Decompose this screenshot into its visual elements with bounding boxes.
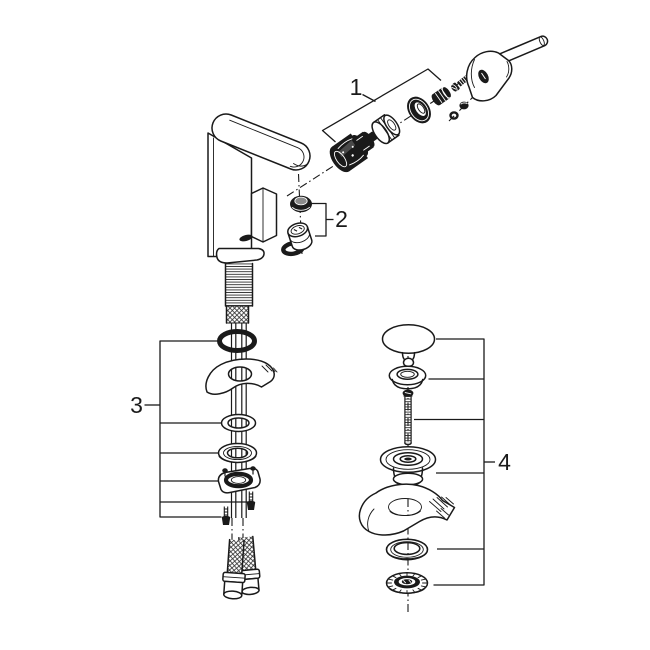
fixing-screw-2 — [221, 506, 231, 525]
callout-bracket-1 — [321, 68, 442, 143]
threaded-shank — [224, 262, 254, 307]
basin-cutaway — [358, 483, 456, 536]
base-flange — [215, 247, 265, 264]
drain-flange — [379, 445, 437, 487]
cartridge — [329, 131, 378, 173]
adapter-nut — [431, 86, 452, 106]
sensor-window — [239, 234, 253, 242]
faucet-body — [207, 113, 311, 324]
o-ring — [217, 329, 257, 353]
retaining-ring — [407, 96, 431, 124]
callout-label-2: 2 — [335, 206, 348, 232]
braided-section — [225, 305, 250, 324]
spout — [211, 113, 311, 171]
axis-handle-plug — [448, 82, 488, 122]
supply-hose-left — [222, 538, 246, 600]
callout-bracket-3 — [144, 340, 249, 518]
rubber-washer — [385, 538, 429, 561]
callout-label-3: 3 — [130, 392, 143, 418]
washer — [220, 413, 257, 433]
cover-plug — [459, 101, 469, 110]
callout-bracket-4 — [414, 338, 495, 586]
drain-washer — [388, 365, 427, 390]
seal-ring — [290, 195, 312, 213]
glide-ring — [371, 113, 401, 145]
callout-label-1: 1 — [350, 74, 363, 100]
supply-tubes — [230, 323, 247, 518]
mounting-bracket — [217, 466, 261, 494]
callout-bracket-2 — [310, 202, 334, 237]
fixing-screw-1 — [246, 491, 256, 510]
metal-washer — [217, 442, 258, 464]
mousseur — [281, 222, 313, 257]
drain-nut — [385, 572, 429, 594]
stabilizing-plate — [205, 358, 278, 395]
plug-cap — [381, 324, 436, 368]
cartridge-housing — [250, 187, 278, 243]
axis-hoses — [231, 518, 244, 542]
pull-rod — [402, 389, 414, 446]
lever-handle — [465, 35, 549, 102]
callout-label-4: 4 — [498, 449, 511, 475]
small-ring — [449, 111, 459, 120]
